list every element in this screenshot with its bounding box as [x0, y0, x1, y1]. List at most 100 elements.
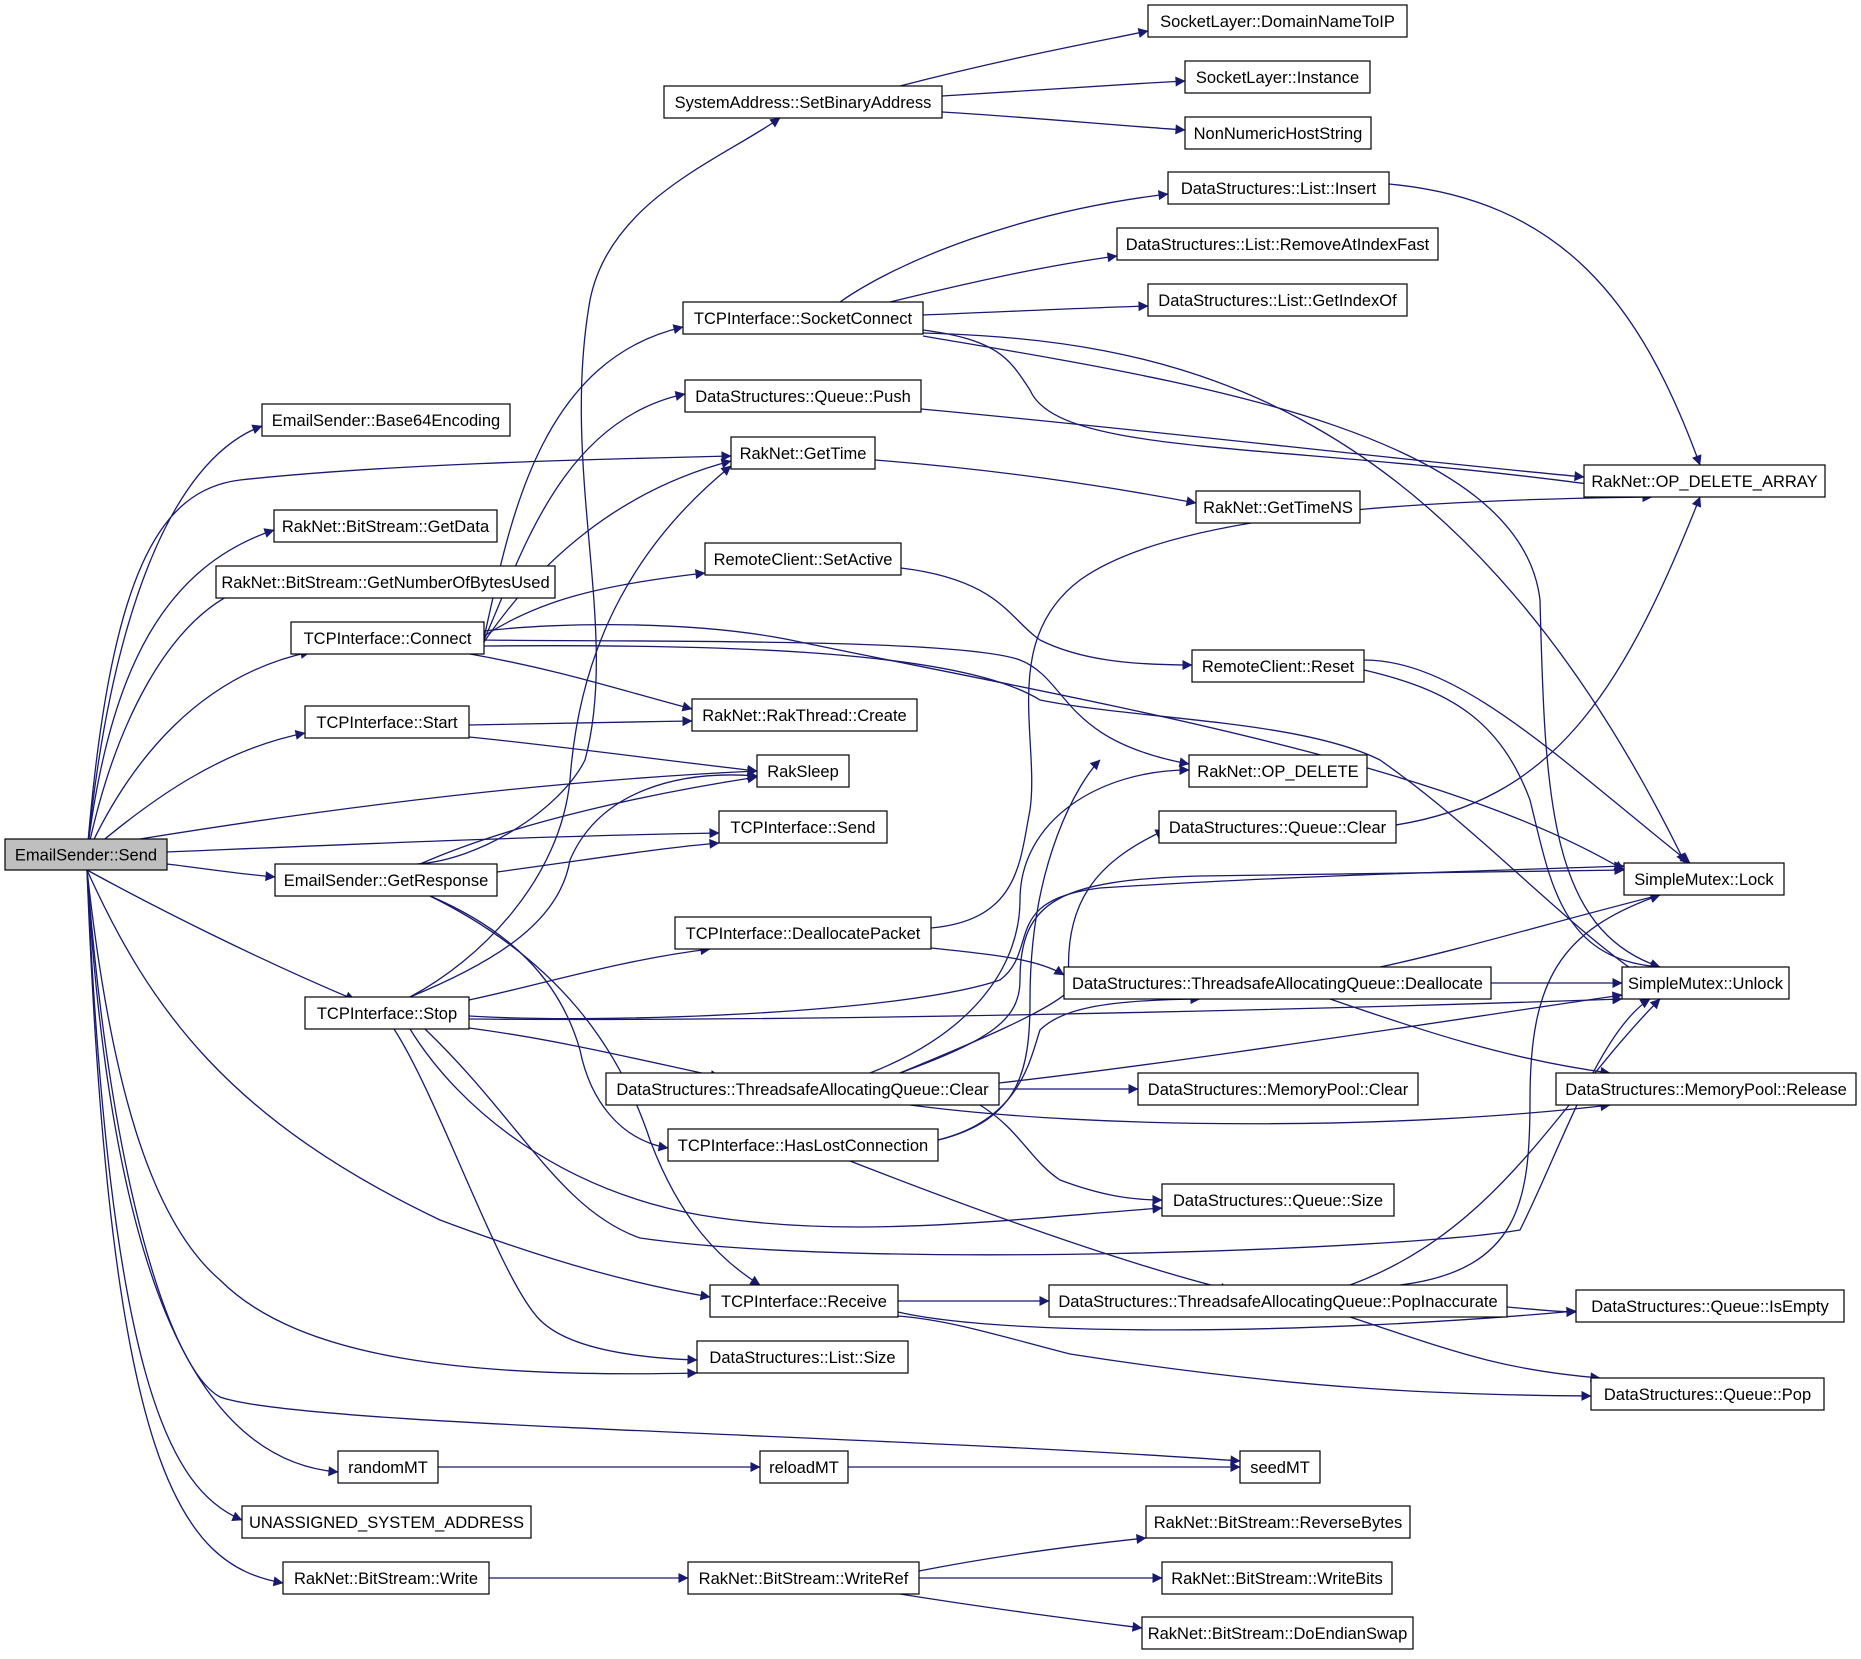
node-box[interactable] — [1575, 1289, 1845, 1323]
node-box[interactable] — [704, 542, 902, 576]
node-box[interactable] — [696, 1340, 909, 1374]
function-node[interactable]: EmailSender::Base64Encoding — [261, 403, 511, 437]
function-node[interactable]: EmailSender::Send — [4, 838, 168, 871]
node-box[interactable] — [1623, 862, 1785, 896]
function-node[interactable]: TCPInterface::Send — [718, 810, 888, 844]
node-box[interactable] — [709, 1284, 899, 1318]
node-box[interactable] — [274, 863, 498, 897]
function-node[interactable]: SocketLayer::DomainNameToIP — [1147, 4, 1408, 38]
node-box[interactable] — [1141, 1616, 1414, 1650]
node-box[interactable] — [1147, 4, 1408, 38]
function-node[interactable]: RakSleep — [756, 754, 850, 788]
node-box[interactable] — [1583, 464, 1826, 498]
function-node[interactable]: RakNet::RakThread::Create — [691, 698, 918, 732]
node-box[interactable] — [304, 996, 470, 1030]
truncated-node-box[interactable] — [1191, 649, 1365, 683]
node-box[interactable] — [684, 379, 922, 413]
function-node[interactable]: RakNet::GetTimeNS — [1195, 490, 1361, 524]
function-node[interactable]: RakNet::OP_DELETE — [1188, 754, 1368, 788]
function-node[interactable]: DataStructures::List::Size — [696, 1340, 909, 1374]
function-node[interactable]: DataStructures::List::GetIndexOf — [1147, 283, 1408, 317]
node-box[interactable] — [605, 1072, 1000, 1106]
node-box[interactable] — [1621, 966, 1790, 1000]
node-box[interactable] — [290, 621, 485, 655]
function-node[interactable]: DataStructures::MemoryPool::Clear — [1137, 1072, 1419, 1106]
node-box[interactable] — [282, 1561, 490, 1595]
truncated-node-box[interactable] — [1161, 1561, 1393, 1595]
function-node[interactable]: DataStructures::MemoryPool::Release — [1555, 1072, 1857, 1106]
node-box[interactable] — [1116, 227, 1439, 261]
function-node[interactable]: RakNet::BitStream::GetData — [273, 509, 498, 543]
node-box[interactable] — [337, 1450, 439, 1484]
function-node[interactable]: DataStructures::Queue::Size — [1161, 1183, 1395, 1217]
node-box[interactable] — [759, 1450, 849, 1484]
function-node[interactable]: TCPInterface::Receive — [709, 1284, 899, 1318]
node-box[interactable] — [1184, 116, 1372, 150]
function-node[interactable]: TCPInterface::Connect — [290, 621, 485, 655]
function-node[interactable]: RakNet::GetTime — [730, 436, 876, 470]
node-box[interactable] — [241, 1505, 532, 1539]
node-box[interactable] — [730, 436, 876, 470]
node-box[interactable] — [1590, 1377, 1825, 1411]
node-box[interactable] — [691, 698, 918, 732]
function-node[interactable]: RakNet::BitStream::GetNumberOfBytesUsed — [215, 565, 556, 599]
node-box[interactable] — [304, 705, 470, 739]
function-node[interactable]: reloadMT — [759, 1450, 849, 1484]
node-box[interactable] — [682, 301, 924, 335]
function-node[interactable]: TCPInterface::HasLostConnection — [667, 1128, 939, 1162]
function-node[interactable]: TCPInterface::DeallocatePacket — [674, 916, 932, 950]
function-node[interactable]: RakNet::BitStream::Write — [282, 1561, 490, 1595]
node-box[interactable] — [215, 565, 556, 599]
node-box[interactable] — [687, 1561, 920, 1595]
function-node[interactable]: DataStructures::ThreadsafeAllocatingQueu… — [1063, 966, 1492, 1000]
node-box[interactable] — [1188, 754, 1368, 788]
node-box[interactable] — [1161, 1183, 1395, 1217]
function-node[interactable]: seedMT — [1239, 1450, 1321, 1484]
function-node[interactable]: RakNet::BitStream::ReverseBytes — [1145, 1505, 1411, 1539]
function-node[interactable]: randomMT — [337, 1450, 439, 1484]
node-box[interactable] — [1158, 810, 1397, 844]
node-box[interactable] — [1145, 1505, 1411, 1539]
function-node[interactable]: SocketLayer::Instance — [1184, 60, 1371, 94]
function-node[interactable]: RakNet::BitStream::WriteBits — [1161, 1561, 1393, 1595]
function-node[interactable]: DataStructures::Queue::Pop — [1590, 1377, 1825, 1411]
function-node[interactable]: RakNet::BitStream::WriteRef — [687, 1561, 920, 1595]
function-node[interactable]: SimpleMutex::Lock — [1623, 862, 1785, 896]
function-node[interactable]: SimpleMutex::Unlock — [1621, 966, 1790, 1000]
function-node[interactable]: RemoteClient::SetActive — [704, 542, 902, 576]
node-box[interactable] — [756, 754, 850, 788]
node-box[interactable] — [663, 85, 943, 119]
node-box[interactable] — [1063, 966, 1492, 1000]
node-box[interactable] — [1167, 171, 1390, 205]
function-node[interactable]: DataStructures::Queue::Push — [684, 379, 922, 413]
function-node[interactable]: DataStructures::Queue::Clear — [1158, 810, 1397, 844]
function-node[interactable]: DataStructures::Queue::IsEmpty — [1575, 1289, 1845, 1323]
node-box[interactable] — [1137, 1072, 1419, 1106]
function-node[interactable]: DataStructures::List::RemoveAtIndexFast — [1116, 227, 1439, 261]
function-node[interactable]: TCPInterface::Start — [304, 705, 470, 739]
node-box[interactable] — [1195, 490, 1361, 524]
function-node[interactable]: SystemAddress::SetBinaryAddress — [663, 85, 943, 119]
function-node[interactable]: TCPInterface::SocketConnect — [682, 301, 924, 335]
function-node[interactable]: EmailSender::GetResponse — [274, 863, 498, 897]
node-box[interactable] — [1048, 1284, 1508, 1318]
node-box[interactable] — [1239, 1450, 1321, 1484]
function-node[interactable]: DataStructures::List::Insert — [1167, 171, 1390, 205]
function-node[interactable]: DataStructures::ThreadsafeAllocatingQueu… — [1048, 1284, 1508, 1318]
root-node-box[interactable] — [4, 838, 168, 871]
node-box[interactable] — [718, 810, 888, 844]
node-box[interactable] — [674, 916, 932, 950]
node-box[interactable] — [667, 1128, 939, 1162]
truncated-node-box[interactable] — [1555, 1072, 1857, 1106]
node-box[interactable] — [261, 403, 511, 437]
node-box[interactable] — [273, 509, 498, 543]
function-node[interactable]: RemoteClient::Reset — [1191, 649, 1365, 683]
function-node[interactable]: RakNet::OP_DELETE_ARRAY — [1583, 464, 1826, 498]
function-node[interactable]: RakNet::BitStream::DoEndianSwap — [1141, 1616, 1414, 1650]
node-box[interactable] — [1147, 283, 1408, 317]
function-node[interactable]: NonNumericHostString — [1184, 116, 1372, 150]
function-node[interactable]: UNASSIGNED_SYSTEM_ADDRESS — [241, 1505, 532, 1539]
function-node[interactable]: TCPInterface::Stop — [304, 996, 470, 1030]
node-box[interactable] — [1184, 60, 1371, 94]
function-node[interactable]: DataStructures::ThreadsafeAllocatingQueu… — [605, 1072, 1000, 1106]
